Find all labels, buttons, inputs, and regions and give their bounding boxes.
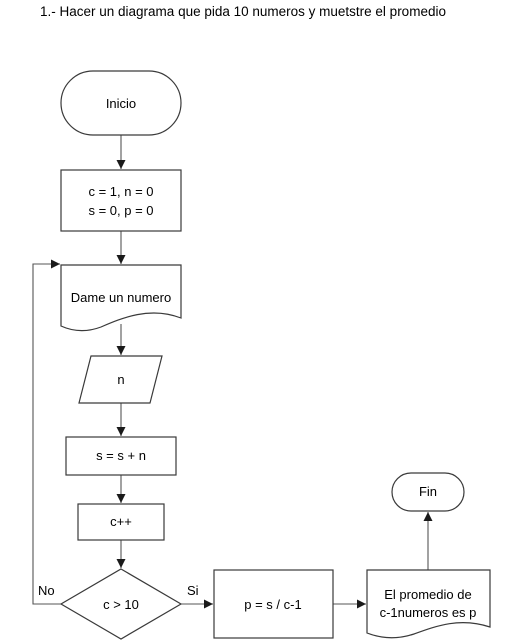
yes-branch-label: Si: [187, 583, 199, 598]
average-label: p = s / c-1: [244, 597, 301, 612]
start-shape: [60, 70, 182, 136]
end-label: Fin: [419, 484, 437, 499]
end-shape: [391, 472, 465, 512]
prompt-document: Dame un numero: [60, 264, 182, 332]
input-parallelogram: n: [78, 355, 163, 404]
average-process: p = s / c-1: [213, 569, 334, 639]
decision-label: c > 10: [103, 597, 139, 612]
output-label-line2: c-1numeros es p: [380, 605, 477, 620]
decision-shape: [59, 568, 183, 640]
prompt-label: Dame un numero: [71, 290, 171, 305]
init-shape: [60, 169, 182, 232]
end-terminator: Fin: [391, 472, 465, 512]
increment-label: c++: [110, 514, 132, 529]
input-label: n: [117, 372, 124, 387]
diagram-title: 1.- Hacer un diagrama que pida 10 numero…: [40, 4, 446, 19]
output-document: El promedio de c-1numeros es p: [366, 569, 491, 639]
output-label-line1: El promedio de: [384, 587, 471, 602]
prompt-shape: [60, 264, 182, 332]
init-process: c = 1, n = 0 s = 0, p = 0: [60, 169, 182, 232]
start-label: Inicio: [106, 96, 136, 111]
sum-label: s = s + n: [96, 448, 146, 463]
init-label-line2: s = 0, p = 0: [88, 203, 153, 218]
sum-shape: [65, 436, 177, 476]
init-label-line1: c = 1, n = 0: [88, 184, 153, 199]
sum-process: s = s + n: [65, 436, 177, 476]
output-shape: [366, 569, 491, 639]
increment-shape: [77, 503, 165, 541]
increment-process: c++: [77, 503, 165, 541]
input-shape: [78, 355, 163, 404]
average-shape: [213, 569, 334, 639]
no-branch-label: No: [38, 583, 55, 598]
connectors: [32, 135, 433, 609]
decision-diamond: c > 10: [59, 568, 183, 640]
start-terminator: Inicio: [60, 70, 182, 136]
loop-back-arrow: [32, 259, 61, 605]
